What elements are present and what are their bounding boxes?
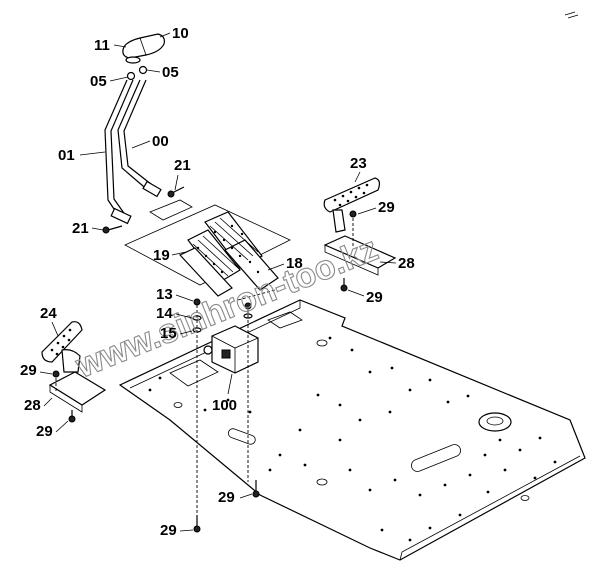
callout-11: 11 xyxy=(94,37,110,54)
callout-19: 19 xyxy=(153,247,170,264)
bottom-bolts xyxy=(193,480,260,533)
bolt-21-right xyxy=(167,186,185,198)
callout-05-right: 05 xyxy=(162,64,179,81)
callout-15: 15 xyxy=(160,325,177,342)
callout-18: 18 xyxy=(286,255,303,272)
travel-pedals xyxy=(179,211,279,297)
pilot-valve xyxy=(192,289,276,520)
callout-10: 10 xyxy=(172,25,189,42)
bolt-21-left xyxy=(102,225,123,234)
callout-05-left: 05 xyxy=(90,73,107,90)
callout-21-left: 21 xyxy=(72,220,89,237)
plate-holes xyxy=(148,336,557,542)
left-pedal-assembly xyxy=(41,321,107,423)
callout-29-upper-right: 29 xyxy=(378,199,395,216)
pedal-mount-outline xyxy=(124,204,291,286)
callout-100: 100 xyxy=(212,397,237,414)
callout-29-left-lower: 29 xyxy=(36,423,53,440)
callout-13: 13 xyxy=(156,286,173,303)
callout-14: 14 xyxy=(156,305,173,322)
callout-01: 01 xyxy=(58,147,75,164)
callout-24: 24 xyxy=(40,305,57,322)
callout-23: 23 xyxy=(350,155,367,172)
callout-28-left: 28 xyxy=(24,397,41,414)
right-pedal-assembly xyxy=(323,177,397,292)
callout-labels: 10 11 05 05 00 01 21 21 23 29 28 29 19 1… xyxy=(20,25,415,539)
callout-28-right: 28 xyxy=(398,255,415,272)
callout-00: 00 xyxy=(152,133,169,150)
lever-assembly xyxy=(104,33,165,225)
grip xyxy=(122,33,165,59)
callout-29-left-upper: 29 xyxy=(20,362,37,379)
callout-29-bottom-left: 29 xyxy=(160,522,177,539)
callout-29-right: 29 xyxy=(366,289,383,306)
callout-29-bottom-right: 29 xyxy=(218,489,235,506)
leader-lines xyxy=(39,32,397,532)
pedal-treads xyxy=(196,224,260,274)
callout-21-right: 21 xyxy=(174,157,191,174)
